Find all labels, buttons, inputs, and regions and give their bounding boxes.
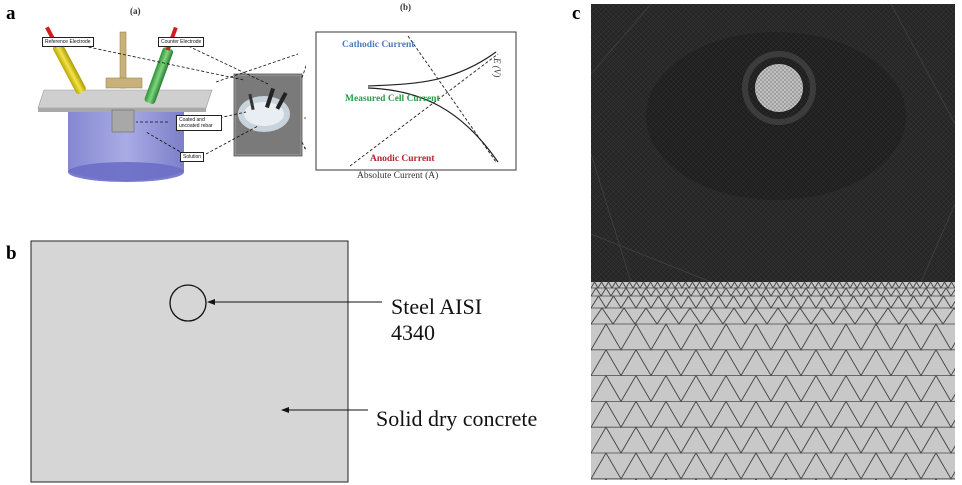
plot-ylabel: E (V): [492, 58, 502, 78]
panel-letter-a: a: [6, 3, 16, 24]
concrete-block: [30, 240, 349, 483]
label-measured: Measured Cell Current: [345, 94, 440, 105]
platform-lid: [37, 89, 213, 109]
anodic-text: Anodic Current: [370, 154, 435, 164]
steel-label-line2: 4340: [391, 320, 435, 345]
steel-rebar-circle: [169, 284, 207, 322]
annotation-arrows: [207, 299, 382, 413]
cathodic-text: Cathodic Current: [342, 40, 415, 50]
steel-label-line1: Steel AISI: [391, 294, 483, 319]
label-cathodic: Cathodic Current: [342, 40, 415, 51]
tafel-lines: [349, 35, 499, 167]
panel-letter-b: b: [6, 243, 17, 264]
polarization-plot: [315, 31, 517, 171]
panel-c-mesh: [591, 4, 955, 480]
measured-current-curve: [367, 51, 499, 163]
concrete-label: Solid dry concrete: [376, 406, 538, 431]
electrochemical-cell-illustration: [37, 26, 306, 182]
tag-solution: Solution: [180, 152, 205, 162]
sub-panel-b-title: (b): [400, 2, 411, 12]
label-anodic: Anodic Current: [370, 154, 435, 165]
beaker: [68, 100, 184, 181]
plot-xlabel: Absolute Current (A): [357, 171, 439, 181]
plot-frame: [315, 31, 517, 171]
tag-rebar: Coated and uncoated rebar: [176, 115, 222, 131]
measured-text: Measured Cell Current: [345, 94, 440, 104]
panel-letter-c: c: [572, 3, 581, 24]
steel-label: Steel AISI 4340: [391, 294, 482, 346]
concrete-domain: [30, 240, 349, 483]
tag-reference-electrode: Reference Electrode: [42, 37, 94, 47]
finite-element-mesh: [591, 4, 955, 480]
rebar-sample: [111, 109, 135, 133]
tag-counter-electrode: Counter Electrode: [158, 37, 205, 47]
sub-panel-a-title: (a): [130, 6, 141, 16]
reference-electrode: [45, 26, 86, 94]
